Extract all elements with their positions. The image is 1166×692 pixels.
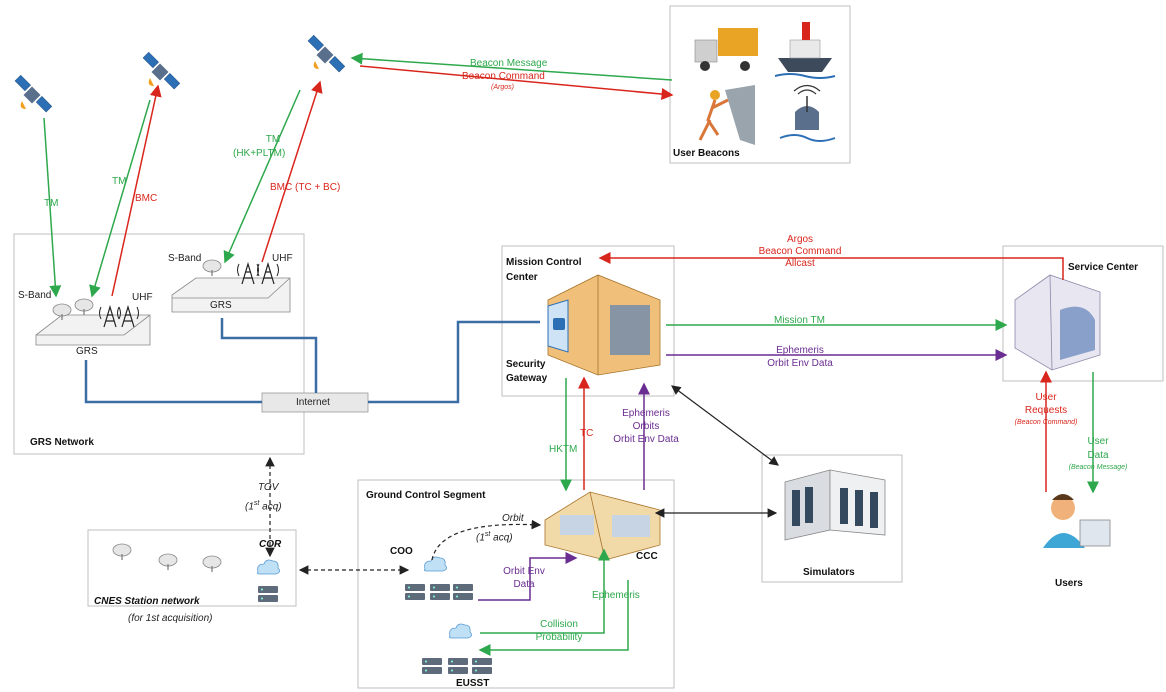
users-title: Users bbox=[1055, 578, 1083, 589]
orbit-env-data-line1: Orbit Env bbox=[503, 566, 545, 577]
grs-right-label: GRS bbox=[210, 300, 232, 311]
mission-control-title-line1: Mission Control bbox=[506, 257, 582, 268]
grs-network-box bbox=[13, 233, 305, 455]
cnes-note: (for 1st acquisition) bbox=[128, 613, 213, 624]
orbit-env-data-line2: Data bbox=[513, 579, 535, 590]
orbit-label: Orbit bbox=[502, 513, 524, 524]
grs-left-label: GRS bbox=[76, 346, 98, 357]
user-data-line1: User bbox=[1087, 436, 1109, 447]
uhf-left-label: UHF bbox=[132, 292, 153, 303]
truck-icon bbox=[694, 28, 758, 71]
ephemeris-orbits-line1: Ephemeris bbox=[622, 408, 670, 419]
security-gateway-line2: Gateway bbox=[506, 373, 548, 384]
argos-label-line2: Beacon Command bbox=[758, 246, 842, 257]
tm-hk-label-line2: (HK+PLTM) bbox=[233, 148, 286, 159]
tov-label: TOV bbox=[258, 482, 279, 493]
building-icon bbox=[1014, 274, 1101, 371]
ephemeris-orbits-line2: Orbits bbox=[632, 421, 660, 432]
user-data-line2: Data bbox=[1087, 450, 1109, 461]
grs-network-title: GRS Network bbox=[30, 437, 94, 448]
ground-control-title: Ground Control Segment bbox=[366, 490, 486, 501]
user-requests-line2: Requests bbox=[1024, 405, 1068, 416]
server-icon bbox=[422, 658, 492, 674]
ground-station-icon bbox=[35, 298, 151, 346]
argos-label-line1: Argos bbox=[786, 234, 814, 245]
simulators-title: Simulators bbox=[803, 567, 855, 578]
tc-label: TC bbox=[580, 428, 594, 439]
server-icon bbox=[784, 469, 886, 541]
cloud-icon bbox=[423, 556, 448, 572]
internet-label: Internet bbox=[296, 397, 330, 408]
orbit-acq-label: (1st acq) bbox=[476, 531, 513, 544]
s-band-left-label: S-Band bbox=[18, 290, 52, 301]
server-icon bbox=[405, 584, 473, 600]
cloud-icon bbox=[448, 623, 473, 639]
user-beacons-title: User Beacons bbox=[673, 148, 740, 159]
eusst-label: EUSST bbox=[456, 678, 490, 689]
bmc-label: BMC bbox=[135, 193, 158, 204]
building-icon bbox=[547, 274, 661, 376]
user-data-note: (Beacon Message) bbox=[1068, 464, 1128, 471]
buoy-icon bbox=[779, 84, 836, 142]
server-icon bbox=[258, 586, 278, 602]
ephemeris-green-label: Ephemeris bbox=[592, 590, 640, 601]
ephemeris-label-line1: Ephemeris bbox=[776, 345, 824, 356]
tov-acq-label: (1st acq) bbox=[245, 500, 282, 513]
dish-icon bbox=[112, 543, 222, 573]
building-icon bbox=[544, 491, 661, 561]
beacon-command-label: Beacon Command bbox=[462, 71, 545, 82]
beacon-command-note: (Argos) bbox=[491, 84, 514, 91]
user-icon bbox=[1043, 494, 1111, 548]
tm-label-2: TM bbox=[112, 176, 127, 187]
satellite-icon bbox=[142, 51, 181, 90]
tm-label-1: TM bbox=[44, 198, 59, 209]
cloud-icon bbox=[256, 559, 281, 575]
uhf-right-label: UHF bbox=[272, 253, 293, 264]
ephemeris-label-line2: Orbit Env Data bbox=[767, 358, 833, 369]
mission-tm-label: Mission TM bbox=[774, 315, 825, 326]
simulators-box bbox=[761, 454, 903, 583]
s-band-right-label: S-Band bbox=[168, 253, 202, 264]
service-center-title: Service Center bbox=[1068, 262, 1139, 273]
tm-hk-label-line1: TM bbox=[265, 134, 281, 145]
cor-label: COR bbox=[259, 539, 282, 550]
ground-station-icon bbox=[171, 259, 291, 313]
collision-line1: Collision bbox=[540, 619, 578, 630]
ephemeris-orbits-line3: Orbit Env Data bbox=[613, 434, 679, 445]
argos-label-line3: Allcast bbox=[785, 258, 815, 269]
bmc-tc-label: BMC (TC + BC) bbox=[270, 182, 341, 193]
collision-line2: Probability bbox=[535, 632, 583, 643]
security-gateway-line1: Security bbox=[506, 359, 546, 370]
climber-icon bbox=[698, 85, 755, 145]
hktm-label: HKTM bbox=[549, 444, 578, 455]
satellite-icon bbox=[307, 34, 346, 73]
service-center-box bbox=[1002, 245, 1164, 382]
mission-control-title-line2: Center bbox=[506, 272, 538, 283]
ship-icon bbox=[774, 22, 836, 79]
cnes-station-box bbox=[87, 529, 297, 607]
cnes-station-title: CNES Station network bbox=[94, 596, 200, 607]
user-beacons-box bbox=[669, 5, 851, 164]
satellite-icon bbox=[14, 74, 53, 113]
ground-control-box bbox=[357, 479, 675, 689]
coo-label: COO bbox=[390, 546, 413, 557]
ccc-label: CCC bbox=[636, 551, 658, 562]
user-requests-line1: User bbox=[1035, 392, 1057, 403]
user-requests-note: (Beacon Command) bbox=[1014, 419, 1078, 426]
beacon-message-label: Beacon Message bbox=[470, 58, 548, 69]
